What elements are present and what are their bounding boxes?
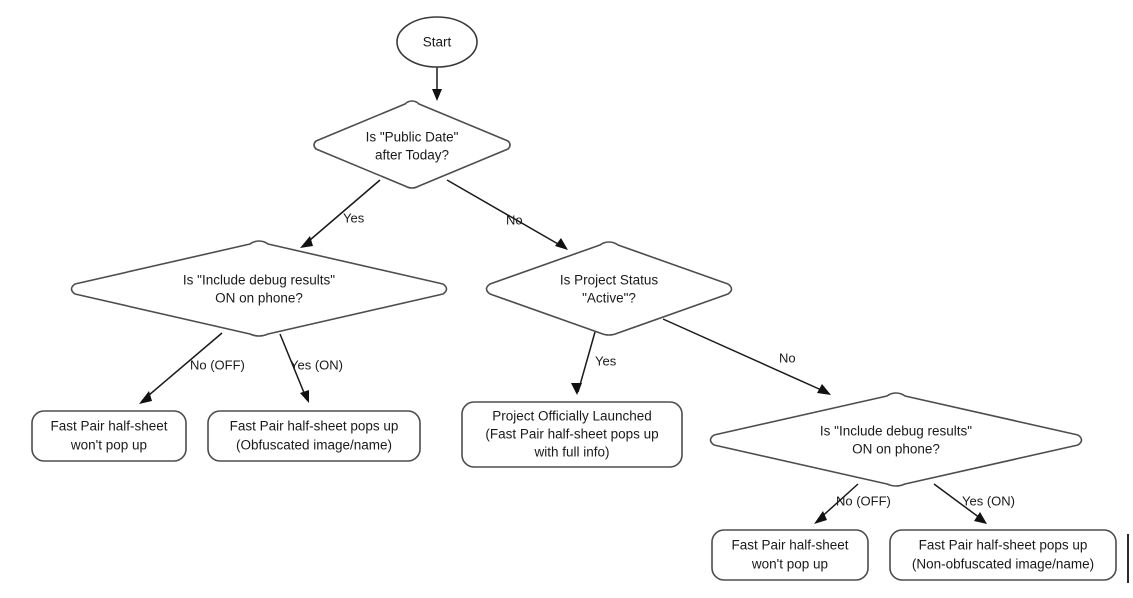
result-label-line1: Fast Pair half-sheet	[731, 538, 848, 553]
edge-label-yes: Yes	[595, 353, 617, 368]
arrowhead-icon	[300, 390, 309, 403]
edge-line	[141, 332, 223, 402]
arrowhead-icon	[432, 89, 442, 101]
node-result-right-off[interactable]: Fast Pair half-sheet won't pop up	[711, 529, 869, 581]
arrowhead-icon	[817, 384, 831, 395]
edge-label-no: No	[779, 350, 796, 365]
decision-label-line2: ON on phone?	[215, 291, 303, 306]
result-box[interactable]	[711, 529, 869, 581]
node-result-launched[interactable]: Project Officially Launched (Fast Pair h…	[461, 401, 683, 468]
node-start[interactable]: Start	[396, 16, 478, 68]
arrowhead-icon	[571, 383, 582, 395]
arrowhead-icon	[974, 512, 987, 524]
edge-label-no-off: No (OFF)	[836, 493, 891, 508]
edge-label-yes-on: Yes (ON)	[290, 357, 343, 372]
edge-line	[446, 179, 566, 249]
edge-project-status-no: No	[662, 318, 831, 395]
edge-line	[577, 331, 596, 393]
arrowhead-icon	[814, 511, 827, 524]
decision-diamond[interactable]	[485, 241, 733, 336]
node-decision-public-date[interactable]: Is "Public Date" after Today?	[313, 100, 511, 189]
result-label-line2: (Non-obfuscated image/name)	[912, 557, 1094, 572]
node-decision-debug-right[interactable]: Is "Include debug results" ON on phone?	[709, 392, 1083, 487]
edge-label-no: No	[506, 212, 523, 227]
edge-line	[279, 333, 308, 401]
result-label-line2: (Obfuscated image/name)	[236, 438, 392, 453]
decision-label-line1: Is "Public Date"	[366, 130, 459, 145]
edge-debug-left-yes-on: Yes (ON)	[279, 333, 343, 403]
decision-diamond[interactable]	[709, 392, 1083, 487]
decision-label-line2: ON on phone?	[852, 442, 940, 457]
edge-line	[302, 179, 381, 247]
edge-start-to-public-date	[432, 67, 442, 101]
start-ellipse[interactable]	[396, 16, 478, 68]
arrowhead-icon	[300, 236, 313, 248]
edge-debug-right-no-off: No (OFF)	[814, 483, 891, 524]
decision-diamond[interactable]	[70, 240, 448, 337]
result-box[interactable]	[207, 410, 421, 462]
decision-label-line1: Is Project Status	[560, 273, 659, 288]
edge-debug-right-yes-on: Yes (ON)	[933, 483, 1015, 524]
decision-label-line2: "Active"?	[582, 291, 636, 306]
result-label-line3: with full info)	[533, 445, 609, 460]
node-result-left-off[interactable]: Fast Pair half-sheet won't pop up	[31, 410, 187, 462]
result-box[interactable]	[461, 401, 683, 468]
result-box[interactable]	[31, 410, 187, 462]
edge-line	[662, 318, 829, 394]
edge-public-date-no: No	[446, 179, 568, 250]
decision-label-line1: Is "Include debug results"	[820, 424, 972, 439]
node-result-left-on[interactable]: Fast Pair half-sheet pops up (Obfuscated…	[207, 410, 421, 462]
arrowhead-icon	[139, 391, 152, 404]
node-result-right-on[interactable]: Fast Pair half-sheet pops up (Non-obfusc…	[889, 529, 1117, 581]
result-label-line1: Fast Pair half-sheet pops up	[230, 419, 399, 434]
result-label-line1: Fast Pair half-sheet	[50, 419, 167, 434]
decision-diamond[interactable]	[313, 100, 511, 189]
decision-label-line2: after Today?	[375, 148, 449, 163]
node-decision-project-status[interactable]: Is Project Status "Active"?	[485, 241, 733, 336]
result-label-line2: won't pop up	[751, 557, 828, 572]
result-label-line1: Project Officially Launched	[492, 409, 652, 424]
edges-layer: Yes No No (OFF) Yes (ON) Yes	[139, 67, 1015, 524]
edge-label-yes: Yes	[343, 210, 365, 225]
edge-public-date-yes: Yes	[300, 179, 381, 248]
nodes-layer: Start Is "Public Date" after Today? Is "…	[31, 16, 1117, 581]
result-label-line2: won't pop up	[70, 438, 147, 453]
result-box[interactable]	[889, 529, 1117, 581]
arrowhead-icon	[555, 238, 568, 250]
edge-line	[933, 483, 985, 522]
result-label-line2: (Fast Pair half-sheet pops up	[485, 427, 658, 442]
edge-label-no-off: No (OFF)	[190, 357, 245, 372]
edge-debug-left-no-off: No (OFF)	[139, 332, 245, 404]
start-label: Start	[423, 35, 452, 50]
result-label-line1: Fast Pair half-sheet pops up	[919, 538, 1088, 553]
decision-label-line1: Is "Include debug results"	[183, 273, 335, 288]
node-decision-debug-left[interactable]: Is "Include debug results" ON on phone?	[70, 240, 448, 337]
edge-project-status-yes: Yes	[571, 331, 617, 395]
edge-label-yes-on: Yes (ON)	[962, 493, 1015, 508]
